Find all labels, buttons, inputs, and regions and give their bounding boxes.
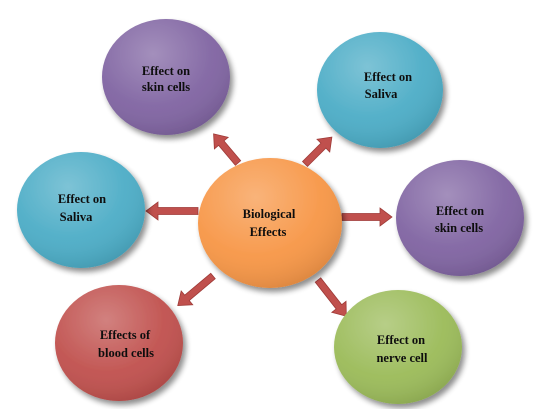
node-nerve-cell: Effect on nerve cell — [334, 290, 462, 404]
node-blood-cells: Effects of blood cells — [55, 285, 183, 401]
connector-arrows — [145, 133, 393, 317]
node-gloss — [334, 290, 462, 404]
node-label: skin cells — [142, 80, 190, 94]
arrow-to-saliva-top-right — [301, 136, 333, 168]
arrow-to-nerve-cell — [314, 277, 347, 317]
node-saliva-top-right: Effect on Saliva — [317, 32, 443, 148]
center-label: Biological — [243, 207, 296, 221]
node-label: Saliva — [365, 87, 398, 101]
center-label: Effects — [250, 225, 287, 239]
node-gloss — [17, 152, 145, 268]
center-node-biological-effects: Biological Effects — [198, 158, 342, 288]
node-gloss — [102, 19, 230, 135]
node-saliva-left: Effect on Saliva — [17, 152, 145, 268]
node-skin-cells-right: Effect on skin cells — [396, 160, 524, 276]
center-gloss — [198, 158, 342, 288]
node-label: Effect on — [364, 70, 412, 84]
arrow-to-skin-cells-right — [341, 207, 393, 227]
node-gloss — [396, 160, 524, 276]
node-label: Effects of — [100, 328, 151, 342]
node-skin-cells-top-left: Effect on skin cells — [102, 19, 230, 135]
arrow-to-blood-cells — [177, 272, 216, 306]
node-label: Saliva — [60, 210, 93, 224]
node-label: nerve cell — [376, 351, 428, 365]
node-label: skin cells — [435, 221, 483, 235]
node-label: blood cells — [98, 346, 154, 360]
node-gloss — [55, 285, 183, 401]
node-label: Effect on — [377, 333, 425, 347]
node-label: Effect on — [436, 204, 484, 218]
arrow-to-skin-cells-top-left — [213, 133, 242, 166]
arrow-to-saliva-left — [145, 201, 199, 221]
node-gloss — [317, 32, 443, 148]
node-label: Effect on — [58, 192, 106, 206]
node-label: Effect on — [142, 64, 190, 78]
